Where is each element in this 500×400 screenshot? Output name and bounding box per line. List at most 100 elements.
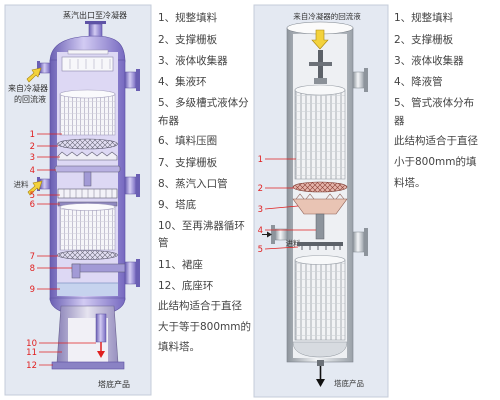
legend-left-item-2: 2、支撑栅板	[158, 34, 218, 46]
reflux-distributor	[61, 56, 114, 72]
legend-left-item-8: 8、蒸汽入口管	[158, 178, 228, 190]
tubular-liquid-distributor	[297, 242, 343, 246]
callout-12: 12	[26, 361, 37, 371]
legend-right-item-5: 5、管式液体分布	[394, 97, 475, 109]
side-nozzle-upper-flange	[364, 68, 368, 92]
feed-label: 进料	[286, 238, 301, 248]
distributor-nozzles	[301, 246, 341, 250]
structured-packing-lower-top	[59, 203, 116, 211]
vapor-inlet-elbow	[71, 263, 81, 279]
reflux-inlet-tee	[309, 62, 332, 66]
legend-right-item-5-cont: 器	[394, 115, 405, 127]
callout-4: 4	[258, 226, 263, 236]
callout-1: 1	[30, 130, 35, 140]
column-bottom-liquid	[57, 283, 118, 296]
callout-11: 11	[26, 348, 37, 358]
feed-nozzle-flange	[271, 225, 275, 244]
collecting-ring	[54, 165, 121, 173]
legend-right-note-line-2: 小于800mm的填	[394, 156, 477, 168]
reflux-distributor-slots	[69, 59, 111, 69]
side-nozzle-middle	[352, 231, 365, 253]
legend-left-item-6: 6、填料压圈	[158, 135, 218, 147]
callout-8: 8	[30, 264, 35, 274]
collecting-ring-downpipe	[83, 171, 92, 187]
feed-label: 进料	[14, 179, 29, 189]
legend-right-item-4: 4、降液管	[394, 76, 443, 88]
legend-left-item-9: 9、塔底	[158, 199, 197, 211]
feed-nozzle	[39, 178, 51, 190]
legend-left-item-10: 10、至再沸器循环	[158, 220, 245, 232]
bottoms-arrow-icon	[97, 351, 105, 358]
base-ring	[51, 361, 125, 370]
support-grid	[292, 181, 348, 193]
callout-line-5	[264, 246, 299, 250]
legend-left-item-5: 5、多级槽式液体分	[158, 97, 249, 109]
legend-left-item-1: 1、规整填料	[158, 12, 218, 24]
feed-arrow-icon	[267, 231, 272, 238]
liquid-collector	[57, 151, 118, 161]
legend-left-item-12: 12、底座环	[158, 280, 214, 292]
legend-left-item-7: 7、支撑栅板	[158, 157, 218, 169]
feed-arrow-icon	[27, 180, 43, 196]
reflux-arrow-icon	[311, 29, 329, 50]
legend-left-note-line-3: 填料塔。	[158, 341, 200, 353]
reflux-inlet-box	[314, 78, 327, 84]
structured-packing-upper-top	[59, 89, 116, 99]
callout-1: 1	[258, 155, 263, 165]
callout-6: 6	[30, 200, 35, 210]
legend-right-note-line-1: 此结构适合于直径	[394, 135, 478, 147]
left-callout-numbers: 1 2 3 4 5 6 7 8 9 10 11 12	[26, 130, 37, 371]
side-nozzle-middle-flange	[364, 228, 368, 256]
callout-5: 5	[258, 245, 263, 255]
collector-hats	[295, 193, 345, 200]
reflux-nozzle	[39, 62, 51, 74]
legend-left-item-11: 11、裙座	[158, 259, 203, 271]
vapor-outlet-label: 蒸汽出口至冷凝器	[63, 10, 127, 20]
callout-7: 7	[30, 252, 35, 262]
callout-5: 5	[30, 191, 35, 201]
structured-packing-lower	[294, 259, 346, 341]
callout-3: 3	[30, 153, 35, 163]
bottoms-label: 塔底产品	[334, 378, 364, 388]
legend-left-item-5-cont: 布器	[158, 115, 179, 127]
liquid-collector	[292, 198, 348, 215]
structured-packing-lower	[59, 206, 116, 251]
callout-2: 2	[30, 142, 35, 152]
side-nozzle-middle	[124, 176, 137, 195]
legend-right-item-3: 3、液体收集器	[394, 55, 464, 67]
left-callouts	[37, 133, 96, 366]
callout-line-3	[264, 205, 299, 210]
bottoms-label: 塔底产品	[98, 379, 130, 389]
structured-packing-upper	[294, 89, 346, 180]
multistage-trough-distributor	[57, 188, 118, 199]
legend-left-note-line-1: 此结构适合于直径	[158, 300, 242, 312]
callout-2: 2	[258, 184, 263, 194]
vapor-outlet-flange	[85, 21, 106, 24]
reflux-nozzle-flange	[37, 61, 40, 75]
structured-packing-upper-top	[294, 84, 346, 96]
reflux-label-line-2: 的回流液	[14, 94, 46, 104]
structured-packing-lower-top	[294, 255, 346, 265]
right-column: 来自冷凝器的回流液 进料	[262, 11, 368, 388]
vapor-inlet-nozzle	[124, 261, 137, 285]
legend-right-item-1: 1、规整填料	[394, 12, 454, 24]
legend-left-item-10-cont: 管	[158, 237, 169, 249]
vapor-inlet-flange	[136, 259, 140, 287]
bottoms-arrow-icon	[316, 379, 325, 387]
bottom-head	[292, 341, 348, 358]
legend-left-note-line-2: 大于等于800mm的	[158, 321, 251, 333]
downcomer	[315, 213, 325, 240]
structured-packing-upper	[59, 93, 116, 136]
side-nozzle-middle-flange	[136, 174, 140, 197]
reflux-label-line-1: 来自冷凝器	[8, 83, 48, 93]
reflux-label: 来自冷凝器的回流液	[293, 11, 361, 21]
callout-10: 10	[26, 339, 37, 349]
legend-left-item-3: 3、液体收集器	[158, 55, 228, 67]
reboiler-return-pipe	[95, 313, 107, 343]
side-nozzle-upper	[124, 71, 137, 89]
reflux-arrow-icon	[26, 67, 42, 83]
callout-9: 9	[30, 285, 35, 295]
legend-right-item-2: 2、支撑栅板	[394, 34, 454, 46]
callout-3: 3	[258, 205, 263, 215]
